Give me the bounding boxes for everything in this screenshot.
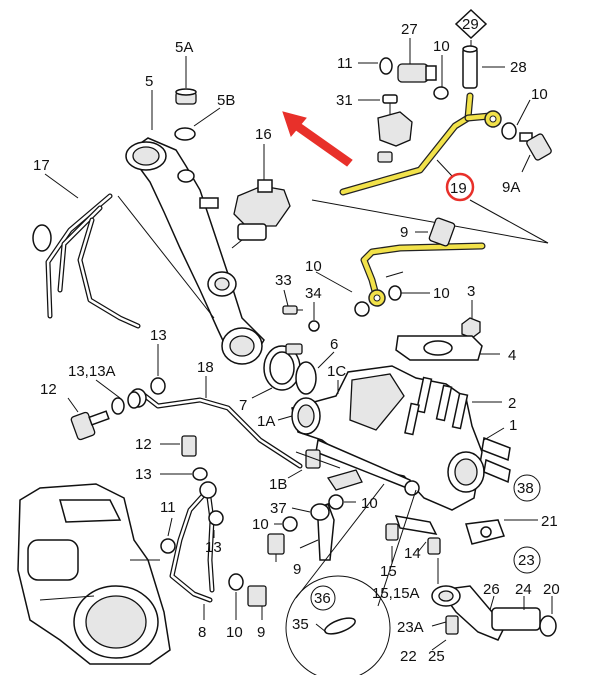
label-23: 23 — [518, 552, 535, 569]
label-25: 25 — [428, 648, 445, 665]
brackets-14-15-21 — [385, 515, 538, 584]
clamps-6-7 — [251, 343, 335, 399]
label-5B: 5B — [217, 92, 235, 109]
pipe-19-upper — [311, 92, 549, 244]
label-36: 36 — [314, 590, 331, 607]
label-11: 11 — [160, 499, 176, 516]
label-5A: 5A — [175, 39, 193, 56]
label-21: 21 — [541, 513, 558, 530]
bolts-12-13-left — [67, 344, 208, 481]
label-8: 8 — [198, 624, 206, 641]
label-9: 9 — [257, 624, 265, 641]
label-27: 27 — [401, 21, 418, 38]
label-4: 4 — [508, 347, 516, 364]
label-15: 15 — [380, 563, 397, 580]
label-13-13A: 13,13A — [68, 363, 116, 380]
label-10: 10 — [531, 86, 548, 103]
label-1A: 1A — [257, 413, 275, 430]
label-10: 10 — [226, 624, 243, 641]
label-1B: 1B — [269, 476, 287, 493]
label-9: 9 — [293, 561, 301, 578]
bolt-33-washer-34 — [282, 289, 320, 332]
label-13: 13 — [205, 539, 222, 556]
label-22: 22 — [400, 648, 417, 665]
solenoid-valve-16 — [231, 144, 291, 249]
label-15-15A: 15,15A — [372, 585, 420, 602]
label-12: 12 — [40, 381, 57, 398]
label-3: 3 — [467, 283, 475, 300]
label-26: 26 — [483, 581, 500, 598]
exhaust-parts-lower — [431, 585, 557, 651]
turbocharger-1 — [277, 365, 511, 511]
label-28: 28 — [510, 59, 527, 76]
label-12: 12 — [135, 436, 152, 453]
label-33: 33 — [275, 272, 292, 289]
label-16: 16 — [255, 126, 272, 143]
label-38: 38 — [517, 480, 534, 497]
label-9: 9 — [400, 224, 408, 241]
label-10: 10 — [433, 285, 450, 302]
label-13: 13 — [150, 327, 167, 344]
pipe-19-lower — [315, 217, 486, 317]
label-1: 1 — [509, 417, 517, 434]
label-5: 5 — [145, 73, 153, 90]
oil-pipe-8 — [160, 481, 267, 620]
label-18: 18 — [197, 359, 214, 376]
label-10: 10 — [305, 258, 322, 275]
label-10: 10 — [361, 495, 378, 512]
label-31: 31 — [336, 92, 353, 109]
label-29: 29 — [462, 16, 479, 33]
label-13: 13 — [135, 466, 152, 483]
label-23A: 23A — [397, 619, 424, 636]
label-37: 37 — [270, 500, 287, 517]
part-labels: 27 29 10 11 28 31 10 9A 19 5A 5 5B 16 17… — [33, 16, 560, 665]
label-24: 24 — [515, 581, 532, 598]
label-11: 11 — [337, 55, 353, 72]
label-35: 35 — [292, 616, 309, 633]
pointer-arrow — [282, 111, 353, 167]
top-right-parts — [358, 8, 552, 173]
engine-block — [17, 483, 171, 665]
label-14: 14 — [404, 545, 421, 562]
label-10: 10 — [252, 516, 269, 533]
lever-37 — [267, 494, 356, 562]
label-9A: 9A — [502, 179, 520, 196]
label-20: 20 — [543, 581, 560, 598]
actuator-1B — [287, 438, 420, 496]
intake-tube-5 — [125, 56, 265, 365]
label-2: 2 — [508, 395, 516, 412]
label-10: 10 — [433, 38, 450, 55]
hoses-17 — [32, 173, 215, 329]
label-1C: 1C — [327, 363, 346, 380]
label-17: 17 — [33, 157, 50, 174]
circle-markers — [310, 172, 541, 611]
label-19: 19 — [450, 180, 467, 197]
label-34: 34 — [305, 285, 322, 302]
label-7: 7 — [239, 397, 247, 414]
label-6: 6 — [330, 336, 338, 353]
nut-3-gasket-4 — [395, 300, 500, 361]
